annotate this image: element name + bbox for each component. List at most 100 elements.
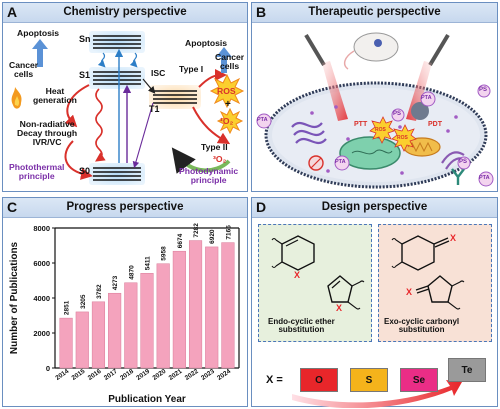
sn-label: Sn [79,34,91,44]
pta-bubble-4 [334,155,350,171]
panel-title: Therapeutic perspective [308,6,441,18]
y-tick-label: 6000 [33,259,50,268]
endo-bond-squiggle-2 [271,261,283,269]
laser-device-left [304,33,326,67]
pta-bubble [256,113,272,129]
endo-five-squiggle-2 [347,301,361,310]
endo-six-ring [281,235,315,271]
atom-o-label: O [315,374,323,386]
bar-value-label: 6674 [177,233,184,248]
panel-therapeutic: B Therapeutic perspective [251,2,498,192]
jablonski-diagram [11,31,245,185]
type1-label: Type I [179,64,204,74]
exo-five-squiggle [451,280,465,287]
y-tick-label: 4000 [33,294,50,303]
bar-value-label: 3205 [80,294,87,309]
ps-label: PS [479,87,488,93]
endo-label: Endo-cyclic ether substitution [268,317,335,335]
laser-device-right [428,33,450,67]
mitochondrion-cristae [407,141,433,153]
triplet-o2-label: ³O₂ [213,154,227,164]
endo-five-x-label: X [336,303,343,313]
nonradiative-wavy-arrow [95,88,106,162]
atom-se-box: Se [400,368,438,392]
type2-arrow [192,106,231,145]
photothermal-label: Photothermal principle [9,162,65,182]
exo-carbonyl-bond-2 [434,240,450,248]
bar [75,311,89,369]
x-tick-label: 2023 [200,368,216,382]
x-axis-title: Publication Year [108,394,186,405]
x-tick-label: 2017 [103,368,119,382]
nonrad-label: Non-radiative Decay through IVR/VC [17,119,78,148]
cancer-left-label: Cancer cells [9,60,39,80]
s0-levels [93,167,141,181]
s1-levels [93,71,141,85]
pta-label-3: PTA [479,175,490,181]
t1-levels [153,90,197,104]
y-axis-title: Number of Publications [9,241,20,354]
panel-letter: C [7,199,18,215]
bar-value-label: 5411 [145,256,152,270]
pta-label-2: PTA [421,95,432,101]
photothermal-curve-arrow [64,140,93,180]
atom-s-label: S [365,374,373,386]
plus-label: + [225,99,231,110]
s0-label: S0 [79,166,91,176]
exo-five-carbonyl-2 [416,288,430,294]
mouse-icon [353,32,399,62]
drug-particles [310,105,458,175]
x-tick-label: 2014 [54,368,70,382]
panel-header: D Design perspective [252,198,497,218]
exo-six-ring [401,235,435,271]
isc-arrow [142,78,156,94]
panel-letter: D [256,199,267,215]
bar [205,246,219,369]
y-tick-label: 2000 [33,329,50,338]
panel-chemistry: A Chemistry perspective [2,2,248,192]
bar [188,240,203,369]
cancer-right-label: Cancer cells [215,52,245,72]
ptt-label: PTT [354,121,368,128]
bar-value-label: 4870 [128,265,135,280]
exo-x-label: X [450,233,457,243]
t1-label: T1 [149,104,160,114]
sn-levels [93,35,141,49]
atom-te-box: Te [448,358,486,382]
panel-design: D Design perspective X X X X Endo- [251,197,498,408]
bar [108,292,122,369]
atom-o-box: O [300,368,338,392]
bar [221,242,235,369]
nucleus [339,136,401,170]
panel-letter: B [256,4,267,20]
bar-value-label: 7282 [193,223,200,238]
mouse-tail [343,50,355,70]
flame-icon-inner [14,96,20,106]
apoptosis-right-label: Apoptosis [185,38,228,48]
trend-arrow [292,380,462,408]
ps-label-3: PS [459,159,468,165]
heat-curve-arrow [64,84,90,128]
nucleus-detail [351,149,393,155]
endoplasmic-reticulum [291,121,327,145]
publications-bar-chart: 0200040006000800028512014320520153782201… [9,223,240,405]
exo-squiggle [391,237,403,245]
panel-title: Chemistry perspective [63,6,187,18]
endo-five-ring [327,275,353,303]
sn-glow [89,31,145,53]
bar-value-label: 6920 [209,229,216,244]
exo-label: Exo-cyclic carbonyl substitution [384,317,460,335]
bar [124,282,138,369]
pta-label: PTA [257,117,268,123]
panel-title: Design perspective [321,201,428,213]
laser-beam-left [322,61,348,121]
atom-s-box: S [350,368,388,392]
photodynamic-label: Photodynamic principle [179,166,239,186]
x-tick-label: 2015 [71,368,87,382]
endo-double-bond [285,239,299,247]
ps-label-2: PS [393,111,402,117]
panel-header: A Chemistry perspective [3,3,247,23]
t1-decay-arrow [132,102,154,169]
apoptosis-left-label: Apoptosis [17,28,60,38]
